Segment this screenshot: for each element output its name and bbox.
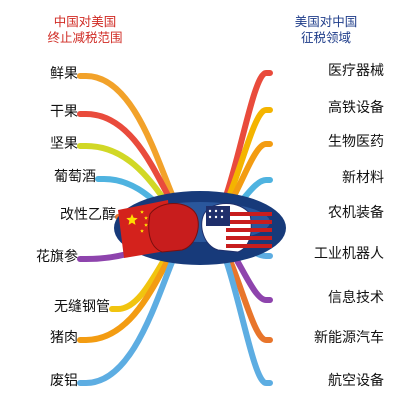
left-item-label: 坚果 (50, 136, 78, 152)
right-item-label: 高铁设备 (328, 100, 384, 116)
right-item-label: 生物医药 (328, 134, 384, 150)
usa-flag-star-icon (214, 215, 218, 219)
left-title-line1: 中国对美国 (53, 14, 117, 29)
left-item-label: 花旗参 (36, 249, 78, 265)
left-title: 中国对美国 终止减税范围 (20, 14, 150, 46)
usa-flag-canton (206, 206, 230, 226)
usa-flag-stripe (226, 212, 272, 216)
left-item-label: 葡萄酒 (54, 169, 96, 185)
left-item-label: 猪肉 (50, 330, 78, 346)
right-item-label: 工业机器人 (314, 246, 384, 262)
usa-flag-stripe (226, 220, 272, 224)
left-item-label: 无缝钢管 (54, 299, 110, 315)
usa-flag-stripe (226, 244, 272, 248)
left-item-label: 鲜果 (50, 66, 78, 82)
right-item-label: 农机装备 (328, 205, 384, 221)
usa-flag-stripe (226, 236, 272, 240)
usa-flag-star-icon (208, 209, 212, 213)
flag-star-icon (140, 210, 144, 214)
usa-flag-star-icon (220, 209, 224, 213)
red-boxing-glove-icon (148, 203, 199, 253)
usa-flag-star-icon (214, 209, 218, 213)
flag-star-icon (144, 216, 148, 220)
right-title-line2: 征税领域 (300, 30, 351, 45)
left-item-label: 废铝 (50, 373, 78, 389)
left-title-line2: 终止减税范围 (47, 30, 123, 45)
right-item-label: 新能源汽车 (314, 330, 384, 346)
usa-flag-stripe (226, 228, 272, 232)
right-item-label: 医疗器械 (328, 63, 384, 79)
right-item-label: 新材料 (342, 170, 384, 186)
usa-flag-star-icon (208, 215, 212, 219)
right-title: 美国对中国 征税领域 (268, 14, 384, 46)
usa-flag-star-icon (220, 215, 224, 219)
left-item-label: 干果 (50, 104, 78, 120)
right-title-line1: 美国对中国 (294, 14, 358, 29)
right-item-label: 信息技术 (328, 290, 384, 306)
right-item-label: 航空设备 (328, 373, 384, 389)
center-emblem (114, 191, 286, 265)
flag-star-icon (126, 214, 138, 225)
flag-star-icon (140, 229, 144, 233)
flag-star-icon (144, 223, 148, 227)
left-item-label: 改性乙醇 (60, 207, 116, 223)
